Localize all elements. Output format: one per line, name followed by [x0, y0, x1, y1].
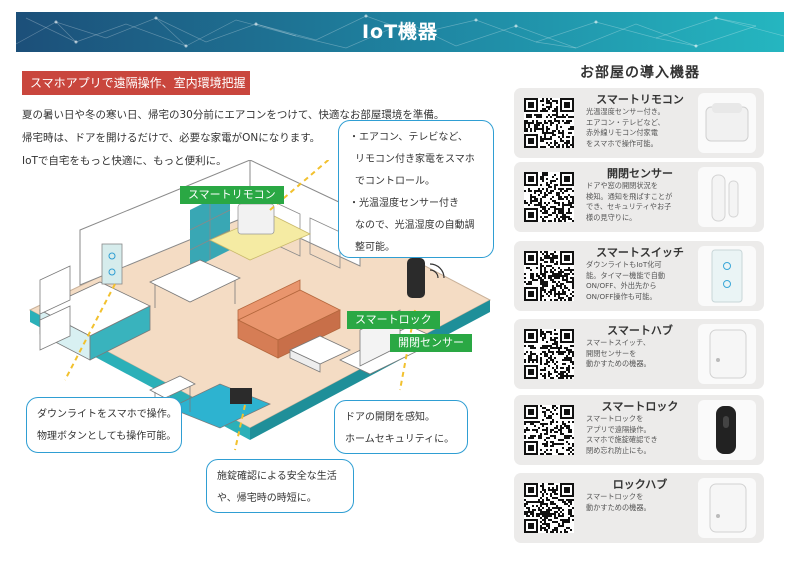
device-name: スマートハブ [607, 324, 673, 337]
device-name: スマートリモコン [596, 93, 684, 106]
device-desc-line: ドアや窓の開閉状況を [586, 181, 658, 190]
smart-lock-device-icon [698, 400, 756, 460]
callout-smart-lock: 施錠確認による安全な生活 や、帰宅時の時短に。 [206, 459, 354, 513]
device-desc-line: ON/OFF、外出先から [586, 281, 657, 290]
device-description: スマートロックをアプリで遠隔操作。スマホで施錠確認でき閉め忘れ防止にも。 [586, 414, 698, 456]
smart-remote-device-icon [698, 93, 756, 153]
device-desc-line: スマホで施錠確認でき [586, 435, 658, 444]
device-description: スマートロックを動かすための機器。 [586, 492, 698, 513]
device-card: スマートロックスマートロックをアプリで遠隔操作。スマホで施錠確認でき閉め忘れ防止… [514, 395, 764, 465]
door-sensor-device-icon [698, 167, 756, 227]
device-desc-line: をスマホで操作可能。 [586, 138, 658, 148]
device-desc-line: ON/OFF操作も可能。 [586, 291, 657, 301]
device-desc-line: 能。タイマー機能で自動 [586, 270, 666, 280]
device-name: スマートロック [601, 400, 679, 413]
device-desc-line: 動かすための機器。 [586, 359, 651, 368]
device-desc-line: 赤外線リモコン付家電 [586, 128, 658, 137]
device-desc-line: 検知。通知を飛ばすことが [586, 191, 673, 201]
device-desc-line: 閉め忘れ防止にも。 [586, 445, 651, 455]
intro-line: 帰宅時は、ドアを開けるだけで、必要な家電がONになります。 [22, 132, 321, 144]
device-description: 光温湿度センサー付き。エアコン・テレビなど、赤外線リモコン付家電をスマホで操作可… [586, 107, 698, 149]
device-desc-line: 様の見守りに。 [586, 212, 637, 222]
device-desc-line: ダウンライトもIoT化可 [586, 260, 662, 269]
device-card: スマートハブスマートスイッチ、開閉センサーを動かすための機器。 [514, 319, 764, 389]
device-name: 開閉センサー [607, 167, 673, 180]
lock-hub-device-icon [698, 478, 756, 538]
device-desc-line: エアコン・テレビなど、 [586, 117, 665, 127]
device-name: スマートスイッチ [596, 246, 684, 259]
qr-code-icon [524, 172, 574, 222]
device-desc-line: 光温湿度センサー付き。 [586, 107, 665, 116]
network-pattern-decoration [16, 14, 784, 49]
qr-code-icon [524, 329, 574, 379]
devices-title: お部屋の導入機器 [580, 65, 700, 81]
device-desc-line: でき、セキュリティやお子 [586, 202, 672, 211]
intro-text: 夏の暑い日や冬の寒い日、帰宅の30分前にエアコンをつけて、快適なお部屋環境を準備… [22, 104, 492, 173]
device-desc-line: アプリで遠隔操作。 [586, 424, 651, 434]
smart-switch-device-icon [698, 246, 756, 306]
device-card: ロックハブスマートロックを動かすための機器。 [514, 473, 764, 543]
lead-badge: スマホアプリで遠隔操作、室内環境把握 [22, 71, 250, 95]
device-card: スマートリモコン光温湿度センサー付き。エアコン・テレビなど、赤外線リモコン付家電… [514, 88, 764, 158]
qr-code-icon [524, 251, 574, 301]
page-title: IoT機器 [361, 21, 439, 43]
qr-code-icon [524, 405, 574, 455]
device-name: ロックハブ [612, 478, 668, 491]
label-smart-remote: スマートリモコン [180, 186, 284, 204]
device-desc-line: 動かすための機器。 [586, 502, 651, 512]
intro-line: IoTで自宅をもっと快適に、もっと便利に。 [22, 155, 227, 167]
callout-downlight: ダウンライトをスマホで操作。 物理ボタンとしても操作可能。 [26, 397, 182, 453]
device-desc-line: スマートロックを [586, 414, 644, 423]
qr-code-icon [524, 483, 574, 533]
device-card: 開閉センサードアや窓の開閉状況を検知。通知を飛ばすことができ、セキュリティやお子… [514, 162, 764, 232]
callout-door-sensor: ドアの開閉を感知。 ホームセキュリティに。 [334, 400, 468, 454]
intro-line: 夏の暑い日や冬の寒い日、帰宅の30分前にエアコンをつけて、快適なお部屋環境を準備… [22, 109, 445, 121]
device-desc-line: スマートスイッチ、 [586, 338, 651, 347]
device-desc-line: スマートロックを [586, 492, 644, 501]
label-door-sensor: 開閉センサー [390, 334, 472, 352]
qr-code-icon [524, 98, 574, 148]
device-description: ドアや窓の開閉状況を検知。通知を飛ばすことができ、セキュリティやお子様の見守りに… [586, 181, 698, 223]
device-description: スマートスイッチ、開閉センサーを動かすための機器。 [586, 338, 698, 370]
callout-remote: ・エアコン、テレビなど、 リモコン付き家電をスマホ でコントロール。 ・光温湿度… [338, 120, 494, 258]
label-smart-lock: スマートロック [347, 311, 440, 329]
page-header: IoT機器 [16, 12, 784, 52]
smart-hub-device-icon [698, 324, 756, 384]
device-desc-line: 開閉センサーを [586, 348, 637, 358]
